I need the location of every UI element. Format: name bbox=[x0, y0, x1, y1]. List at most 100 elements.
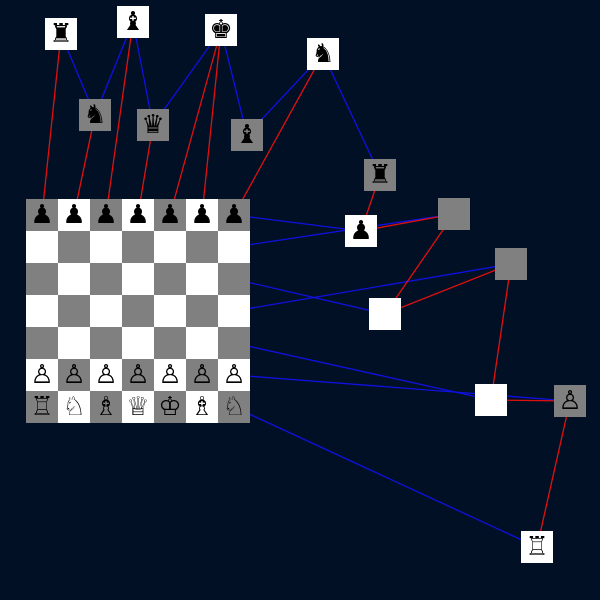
board-square[interactable] bbox=[122, 263, 154, 295]
piece-glyph: ♜ bbox=[368, 160, 392, 190]
board-square[interactable] bbox=[186, 391, 218, 423]
white-pawn-icon[interactable]: ♙ bbox=[122, 359, 154, 391]
piece-glyph: ♘ bbox=[222, 392, 246, 422]
piece-glyph: ♟ bbox=[222, 200, 246, 230]
white-bishop-icon[interactable]: ♗ bbox=[90, 391, 122, 423]
piece-glyph: ♙ bbox=[62, 360, 86, 390]
piece-glyph: ♙ bbox=[190, 360, 214, 390]
black-pawn-icon[interactable]: ♟ bbox=[186, 199, 218, 231]
empty-tile[interactable] bbox=[369, 298, 401, 330]
white-pawn-icon[interactable]: ♙ bbox=[90, 359, 122, 391]
white-pawn-icon[interactable]: ♙ bbox=[154, 359, 186, 391]
empty-tile[interactable] bbox=[438, 198, 470, 230]
board-square[interactable] bbox=[90, 263, 122, 295]
white-pawn-icon[interactable]: ♙ bbox=[218, 359, 250, 391]
board-square[interactable] bbox=[218, 359, 250, 391]
white-bishop-icon[interactable]: ♗ bbox=[186, 391, 218, 423]
white-knight-icon[interactable]: ♘ bbox=[218, 391, 250, 423]
board-square[interactable] bbox=[58, 199, 90, 231]
board-square[interactable] bbox=[122, 327, 154, 359]
chess-board[interactable] bbox=[26, 199, 250, 423]
board-square[interactable] bbox=[26, 327, 58, 359]
white-pawn-icon[interactable]: ♙ bbox=[26, 359, 58, 391]
board-square[interactable] bbox=[218, 231, 250, 263]
board-square[interactable] bbox=[122, 295, 154, 327]
white-queen-icon[interactable]: ♕ bbox=[122, 391, 154, 423]
board-square[interactable] bbox=[218, 295, 250, 327]
piece-glyph: ♟ bbox=[62, 200, 86, 230]
board-square[interactable] bbox=[186, 263, 218, 295]
board-square[interactable] bbox=[186, 359, 218, 391]
black-knight-icon[interactable]: ♞ bbox=[79, 99, 111, 131]
white-pawn-icon[interactable]: ♙ bbox=[58, 359, 90, 391]
board-square[interactable] bbox=[154, 263, 186, 295]
board-square[interactable] bbox=[154, 359, 186, 391]
board-square[interactable] bbox=[122, 359, 154, 391]
board-square[interactable] bbox=[122, 231, 154, 263]
board-square[interactable] bbox=[90, 295, 122, 327]
black-bishop-icon[interactable]: ♝ bbox=[117, 6, 149, 38]
board-square[interactable] bbox=[58, 359, 90, 391]
black-pawn-icon[interactable]: ♟ bbox=[26, 199, 58, 231]
white-rook-icon[interactable]: ♖ bbox=[521, 531, 553, 563]
board-square[interactable] bbox=[186, 327, 218, 359]
black-queen-icon[interactable]: ♛ bbox=[137, 109, 169, 141]
board-square[interactable] bbox=[26, 263, 58, 295]
board-square[interactable] bbox=[218, 199, 250, 231]
black-rook-icon[interactable]: ♜ bbox=[45, 18, 77, 50]
piece-glyph: ♙ bbox=[30, 360, 54, 390]
board-square[interactable] bbox=[58, 327, 90, 359]
board-square[interactable] bbox=[218, 327, 250, 359]
black-rook-icon[interactable]: ♜ bbox=[364, 159, 396, 191]
empty-tile[interactable] bbox=[495, 248, 527, 280]
black-pawn-icon[interactable]: ♟ bbox=[90, 199, 122, 231]
board-square[interactable] bbox=[122, 199, 154, 231]
black-pawn-icon[interactable]: ♟ bbox=[122, 199, 154, 231]
black-king-icon[interactable]: ♚ bbox=[205, 14, 237, 46]
board-square[interactable] bbox=[90, 231, 122, 263]
white-rook-icon[interactable]: ♖ bbox=[26, 391, 58, 423]
white-king-icon[interactable]: ♔ bbox=[154, 391, 186, 423]
piece-glyph: ♕ bbox=[126, 392, 150, 422]
board-square[interactable] bbox=[154, 199, 186, 231]
black-pawn-icon[interactable]: ♟ bbox=[345, 215, 377, 247]
board-square[interactable] bbox=[186, 231, 218, 263]
board-square[interactable] bbox=[26, 231, 58, 263]
black-pawn-icon[interactable]: ♟ bbox=[218, 199, 250, 231]
white-pawn-icon[interactable]: ♙ bbox=[554, 385, 586, 417]
board-square[interactable] bbox=[90, 199, 122, 231]
board-square[interactable] bbox=[58, 295, 90, 327]
board-square[interactable] bbox=[58, 391, 90, 423]
board-square[interactable] bbox=[26, 199, 58, 231]
board-square[interactable] bbox=[26, 359, 58, 391]
board-square[interactable] bbox=[218, 263, 250, 295]
board-square[interactable] bbox=[154, 231, 186, 263]
piece-glyph: ♜ bbox=[49, 19, 73, 49]
board-square[interactable] bbox=[186, 295, 218, 327]
black-bishop-icon[interactable]: ♝ bbox=[231, 119, 263, 151]
board-square[interactable] bbox=[90, 391, 122, 423]
board-square[interactable] bbox=[154, 391, 186, 423]
board-square[interactable] bbox=[218, 391, 250, 423]
board-square[interactable] bbox=[122, 391, 154, 423]
board-square[interactable] bbox=[154, 327, 186, 359]
black-knight-icon[interactable]: ♞ bbox=[307, 38, 339, 70]
black-pawn-icon[interactable]: ♟ bbox=[154, 199, 186, 231]
white-knight-icon[interactable]: ♘ bbox=[58, 391, 90, 423]
board-square[interactable] bbox=[58, 263, 90, 295]
piece-glyph: ♟ bbox=[190, 200, 214, 230]
board-square[interactable] bbox=[186, 199, 218, 231]
piece-glyph: ♘ bbox=[62, 392, 86, 422]
board-square[interactable] bbox=[58, 231, 90, 263]
board-square[interactable] bbox=[26, 295, 58, 327]
piece-glyph: ♙ bbox=[94, 360, 118, 390]
piece-glyph: ♛ bbox=[141, 110, 165, 140]
white-pawn-icon[interactable]: ♙ bbox=[186, 359, 218, 391]
board-square[interactable] bbox=[90, 359, 122, 391]
board-square[interactable] bbox=[154, 295, 186, 327]
board-square[interactable] bbox=[26, 391, 58, 423]
piece-glyph: ♖ bbox=[30, 392, 54, 422]
empty-tile[interactable] bbox=[475, 384, 507, 416]
board-square[interactable] bbox=[90, 327, 122, 359]
black-pawn-icon[interactable]: ♟ bbox=[58, 199, 90, 231]
